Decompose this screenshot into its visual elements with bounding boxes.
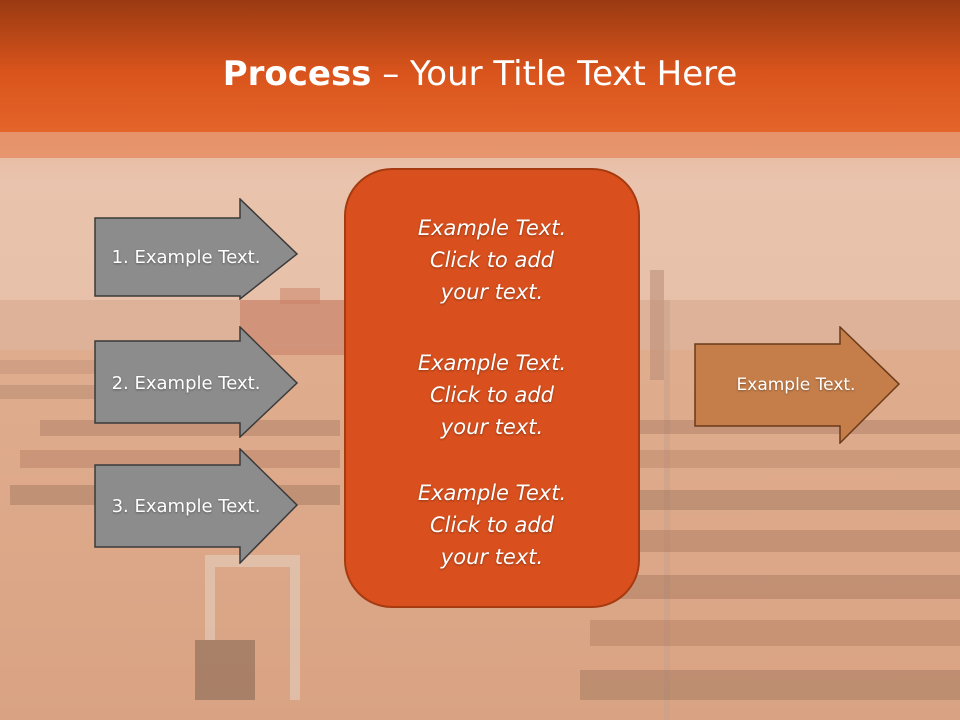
center-block-3-line-2: Click to add — [429, 513, 554, 537]
center-block-1-line-2: Click to add — [429, 248, 554, 272]
result-arrow-label: Example Text. — [736, 375, 856, 395]
center-text-block-1: Example Text. Click to add your text. — [344, 212, 640, 308]
title-bold-word: Process — [222, 54, 372, 94]
center-text-block-2: Example Text. Click to add your text. — [344, 347, 640, 443]
center-block-2-line-3: your text. — [440, 415, 544, 439]
step-arrow-1-label: 1. Example Text. — [111, 246, 261, 268]
center-block-2-line-1: Example Text. — [417, 351, 567, 375]
step-arrow-3[interactable] — [94, 448, 300, 564]
result-arrow[interactable] — [694, 326, 902, 444]
center-text-block-3: Example Text. Click to add your text. — [344, 477, 640, 573]
slide-title[interactable]: Process – Your Title Text Here — [0, 52, 960, 96]
center-text-box[interactable] — [344, 168, 640, 608]
center-block-1-line-3: your text. — [440, 280, 544, 304]
step-arrow-3-label: 3. Example Text. — [111, 495, 261, 517]
step-arrow-2[interactable] — [94, 326, 300, 438]
center-block-3-line-3: your text. — [440, 545, 544, 569]
step-arrow-1[interactable] — [94, 198, 300, 300]
center-block-1-line-1: Example Text. — [417, 216, 567, 240]
step-arrow-2-label: 2. Example Text. — [111, 372, 261, 394]
center-block-2-line-2: Click to add — [429, 383, 554, 407]
title-rest: – Your Title Text Here — [371, 54, 738, 94]
center-block-3-line-1: Example Text. — [417, 481, 567, 505]
